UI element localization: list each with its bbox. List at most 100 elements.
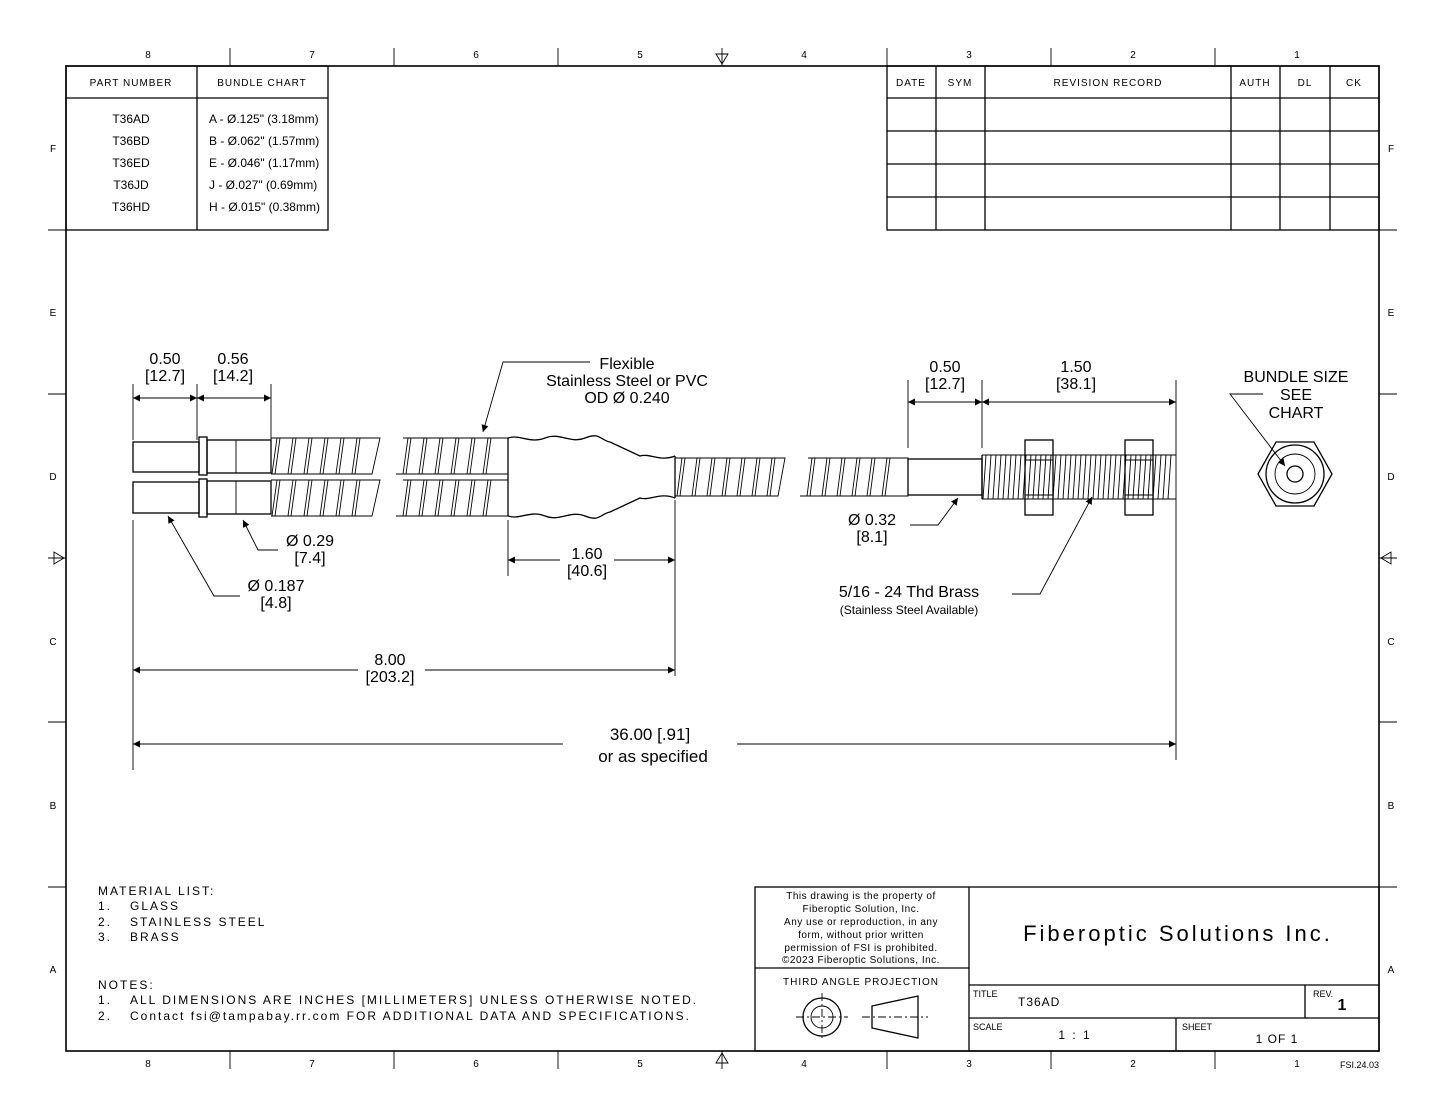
bundle-chart-cell: B - Ø.062" (1.57mm) xyxy=(209,134,319,148)
thread-stroke xyxy=(1012,454,1017,500)
zone-col-top-8: 8 xyxy=(145,50,151,61)
dim-dia-032: Ø 0.32 xyxy=(848,512,896,529)
material-num: 3. xyxy=(98,930,112,944)
hex-nut-left xyxy=(1024,439,1054,516)
zone-col-bottom-3: 3 xyxy=(966,1059,972,1070)
thread-stroke xyxy=(1147,454,1152,500)
threaded-end-assembly xyxy=(800,439,1176,516)
dim-dia-032-mm: [8.1] xyxy=(856,529,887,546)
zone-row-left-e: E xyxy=(50,308,57,319)
part-number-table: PART NUMBER BUNDLE CHART T36AD T36BD T36… xyxy=(65,65,329,231)
revision-date-header: DATE xyxy=(896,78,926,89)
thread-stroke xyxy=(1097,454,1102,500)
zone-col-top-1: 1 xyxy=(1294,50,1300,61)
thread-stroke xyxy=(1132,454,1137,500)
notes-title: NOTES: xyxy=(98,978,155,992)
coil-stroke xyxy=(836,457,846,497)
thread-stroke xyxy=(1157,454,1162,500)
thread-stroke xyxy=(1102,454,1107,500)
hex-end-view xyxy=(1257,441,1333,507)
thread-stroke xyxy=(1107,454,1112,500)
bundle-chart-cell: A - Ø.125" (3.18mm) xyxy=(209,112,319,126)
material-item: BRASS xyxy=(130,930,181,944)
coil-stroke xyxy=(751,457,761,497)
property-notice-line: form, without prior written xyxy=(798,930,924,941)
dim-150: 1.50 xyxy=(1060,359,1091,376)
coil-stroke xyxy=(303,437,313,475)
revision-dl-header: DL xyxy=(1298,78,1313,89)
thread-stroke xyxy=(987,454,992,500)
thread-stroke xyxy=(1032,454,1037,500)
coil-stroke xyxy=(402,479,412,517)
coil-stroke xyxy=(418,437,428,475)
zone-row-right-d: D xyxy=(1387,472,1394,483)
ferrule-right xyxy=(907,458,983,496)
zone-row-right-b: B xyxy=(1388,801,1395,812)
end-view xyxy=(1257,441,1333,507)
zone-col-top-6: 6 xyxy=(473,50,479,61)
ferrule-lower xyxy=(206,480,272,515)
thread-stroke xyxy=(1017,454,1022,500)
bundle-circle xyxy=(1286,465,1304,483)
part-number-header: PART NUMBER xyxy=(90,78,173,89)
material-num: 2. xyxy=(98,915,112,929)
material-list: MATERIAL LIST: 1. GLASS 2. STAINLESS STE… xyxy=(98,884,264,944)
dim-3600: 36.00 [.91] xyxy=(610,725,690,744)
thread-stroke xyxy=(1087,454,1092,500)
thread-stroke xyxy=(1002,454,1007,500)
dim-050-left-mm: [12.7] xyxy=(145,368,185,385)
coil-stroke xyxy=(351,437,361,475)
dim-160-mm: [40.6] xyxy=(567,563,607,580)
scale-value: 1 : 1 xyxy=(1058,1028,1091,1042)
thread-stroke xyxy=(1007,454,1012,500)
thread-stroke xyxy=(1072,454,1077,500)
coil-stroke xyxy=(466,479,476,517)
thread-stroke xyxy=(1127,454,1132,500)
zone-col-bottom-6: 6 xyxy=(473,1059,479,1070)
thread-spec-label: 5/16 - 24 Thd Brass xyxy=(839,584,979,601)
zone-col-bottom-5: 5 xyxy=(637,1059,643,1070)
thread-stroke xyxy=(1042,454,1047,500)
coil-stroke xyxy=(418,479,428,517)
bundle-chart-cell: J - Ø.027" (0.69mm) xyxy=(209,178,317,192)
dim-dia-0187: Ø 0.187 xyxy=(248,578,305,595)
flexible-od-label: OD Ø 0.240 xyxy=(584,390,669,407)
coil-stroke xyxy=(881,457,891,497)
glass-tip-lower xyxy=(132,481,200,514)
zone-col-top-7: 7 xyxy=(309,50,315,61)
material-list-title: MATERIAL LIST: xyxy=(98,884,215,898)
coil-stroke xyxy=(335,437,345,475)
sheet-border xyxy=(48,48,1397,1069)
dim-dia-029: Ø 0.29 xyxy=(286,533,334,550)
thread-stroke xyxy=(1162,454,1167,500)
dim-056-mm: [14.2] xyxy=(213,368,253,385)
thread-stroke xyxy=(982,454,987,500)
dim-800-mm: [203.2] xyxy=(366,669,415,686)
thread-stroke xyxy=(1092,454,1097,500)
coil-stroke xyxy=(821,457,831,497)
coil-stroke xyxy=(676,457,686,497)
sheet-value: 1 OF 1 xyxy=(1256,1032,1299,1046)
thread-stroke xyxy=(1142,454,1147,500)
ferrule-upper xyxy=(206,439,272,474)
coil-stroke xyxy=(402,437,412,475)
coil-stroke xyxy=(866,457,876,497)
zone-col-top-5: 5 xyxy=(637,50,643,61)
coil-stroke xyxy=(319,437,329,475)
bundle-chart-header: BUNDLE CHART xyxy=(217,78,307,89)
thread-stroke xyxy=(997,454,1002,500)
coil-stroke xyxy=(335,479,345,517)
coil-stroke xyxy=(851,457,861,497)
coil-stroke xyxy=(271,437,281,475)
coil-stroke xyxy=(736,457,746,497)
dim-150-mm: [38.1] xyxy=(1056,376,1096,393)
dim-050-right-mm: [12.7] xyxy=(925,376,965,393)
bundle-size-label: BUNDLE SIZE xyxy=(1244,369,1349,386)
drawing-title: T36AD xyxy=(1018,995,1060,1009)
zone-col-bottom-4: 4 xyxy=(801,1059,807,1070)
coil-stroke xyxy=(434,479,444,517)
part-number-cell: T36ED xyxy=(112,156,150,170)
zone-row-left-b: B xyxy=(50,801,57,812)
zone-row-right-c: C xyxy=(1387,637,1394,648)
zone-col-bottom-7: 7 xyxy=(309,1059,315,1070)
